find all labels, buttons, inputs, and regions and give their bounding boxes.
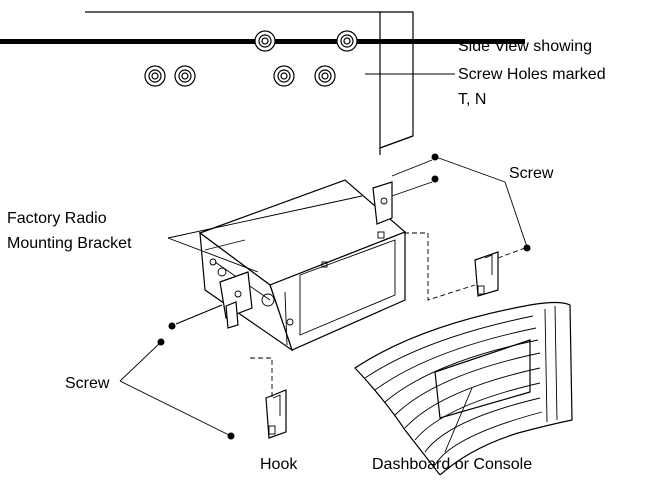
screw-hole xyxy=(336,30,358,52)
hook-label: Hook xyxy=(260,456,298,473)
dashboard-trim xyxy=(354,301,573,476)
hook-right xyxy=(474,251,499,297)
screw-right xyxy=(523,244,531,252)
screw-hole xyxy=(254,30,276,52)
radio-side-bracket xyxy=(219,271,253,329)
screw-holes xyxy=(144,30,358,87)
side-view-label-line2: Screw Holes marked xyxy=(458,66,606,83)
side-view-label-line1: Side View showing xyxy=(458,38,592,55)
factory-bracket-label-line1: Factory Radio xyxy=(7,210,107,227)
label-leaders xyxy=(119,156,528,453)
screw-hole xyxy=(273,65,295,87)
radio-chassis xyxy=(198,179,407,352)
screw-hole xyxy=(314,65,336,87)
screw-top-lower xyxy=(391,175,439,197)
side-view-panel xyxy=(85,11,414,155)
screw-hole xyxy=(144,65,166,87)
alignment-guides xyxy=(250,232,526,398)
rear-bracket xyxy=(372,181,393,225)
dashboard-label: Dashboard or Console xyxy=(372,456,532,473)
side-view-label-line3: T, N xyxy=(458,91,486,108)
screw-top-upper xyxy=(391,153,439,177)
hook-bottom xyxy=(265,389,287,439)
screw-label-left: Screw xyxy=(65,375,110,392)
screw-left-upper xyxy=(168,304,223,330)
factory-bracket-label-line2: Mounting Bracket xyxy=(7,235,132,252)
screw-label-top: Screw xyxy=(509,165,554,182)
screw-hole xyxy=(174,65,196,87)
